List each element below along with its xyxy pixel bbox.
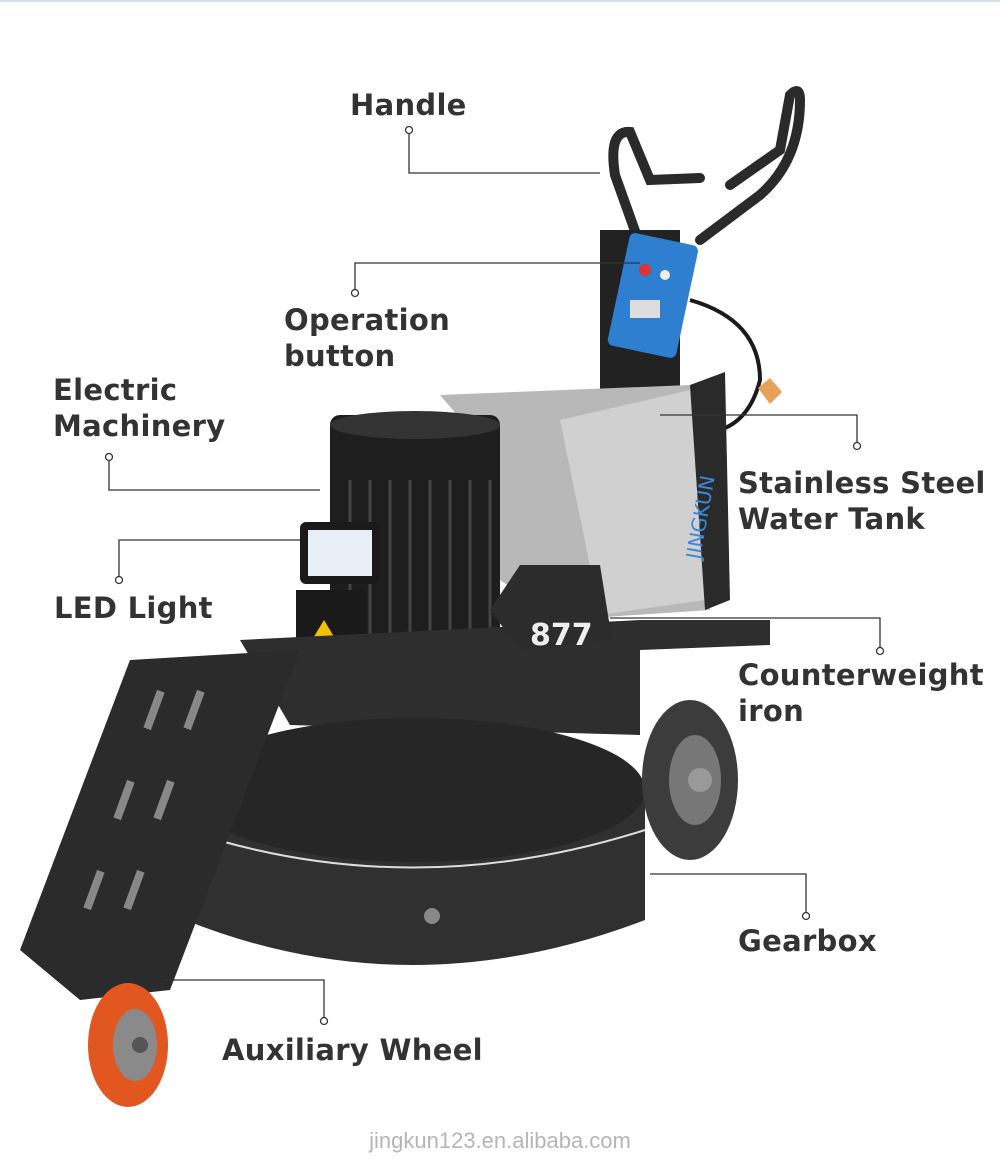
front-bracket xyxy=(20,650,300,1000)
gearbox-housing xyxy=(184,718,646,965)
leader-electric-machinery xyxy=(108,461,320,491)
counterweight-iron: 877 xyxy=(490,565,612,653)
label-counterweight-iron: Counterweight iron xyxy=(738,657,984,729)
frame xyxy=(240,620,770,735)
top-border xyxy=(0,0,1000,2)
label-line: iron xyxy=(738,694,805,728)
label-line: Stainless Steel xyxy=(738,466,986,500)
led-light xyxy=(300,522,380,584)
label-gearbox: Gearbox xyxy=(738,924,877,958)
main-wheel xyxy=(642,700,738,860)
label-line: Machinery xyxy=(53,409,226,443)
label-led-light: LED Light xyxy=(54,591,213,625)
label-electric-machinery: Electric Machinery xyxy=(53,372,225,444)
leader-water-tank xyxy=(660,414,858,442)
leader-dots xyxy=(104,125,885,1026)
handle-bar xyxy=(608,86,806,250)
label-handle: Handle xyxy=(350,88,467,122)
leader-gearbox xyxy=(650,873,807,912)
label-line: Operation xyxy=(284,303,451,337)
model-number: 877 xyxy=(530,618,593,653)
power-cable xyxy=(689,298,763,432)
label-operation-button: Operation button xyxy=(284,302,450,374)
leader-operation-button xyxy=(354,262,640,289)
auxiliary-wheel xyxy=(88,983,168,1107)
label-line: button xyxy=(284,339,396,373)
leader-counterweight xyxy=(610,617,881,647)
leader-auxiliary-wheel xyxy=(165,979,325,1017)
label-line: Water Tank xyxy=(738,502,925,536)
leader-lines xyxy=(108,134,881,1017)
leader-handle xyxy=(408,134,600,174)
label-auxiliary-wheel: Auxiliary Wheel xyxy=(222,1033,483,1067)
leader-led-light xyxy=(118,539,300,576)
operation-control-box xyxy=(607,233,698,358)
warning-tag xyxy=(758,378,782,404)
stainless-steel-water-tank: JINGKUN xyxy=(440,372,730,620)
label-water-tank: Stainless Steel Water Tank xyxy=(738,465,986,537)
watermark: jingkun123.en.alibaba.com xyxy=(369,1128,631,1153)
label-line: Electric xyxy=(53,373,178,407)
label-line: Counterweight xyxy=(738,658,984,692)
